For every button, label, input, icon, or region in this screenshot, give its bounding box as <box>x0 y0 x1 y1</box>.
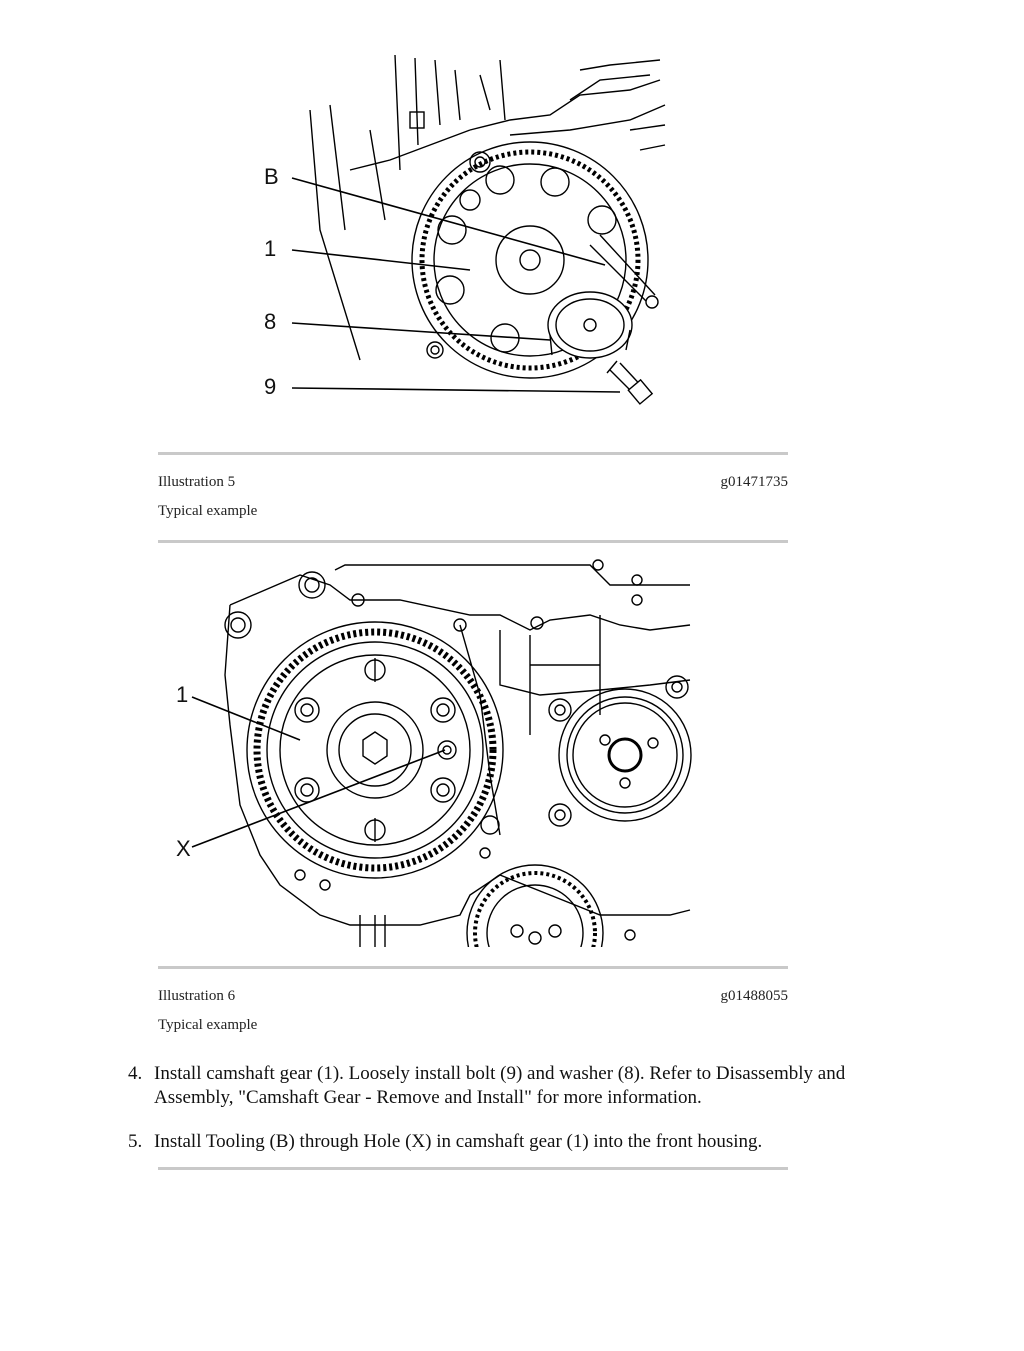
callout-label-1: 1 <box>264 236 277 261</box>
illustration-5-note: Typical example <box>158 503 258 519</box>
step-text: Assembly, "Camshaft Gear - Remove and In… <box>154 1087 702 1108</box>
callout-label-b: B <box>264 164 279 189</box>
illustration-5-label: Illustration 5 <box>158 474 236 490</box>
illustration-6-note: Typical example <box>158 1017 258 1033</box>
callout-label-x: X <box>176 836 191 861</box>
divider <box>158 966 788 969</box>
divider <box>158 452 788 455</box>
callout-label-8: 8 <box>264 309 277 334</box>
step-5: 5. Install Tooling (B) through Hole (X) i… <box>128 1130 914 1154</box>
step-number: 5. <box>128 1131 143 1152</box>
divider <box>158 1167 788 1170</box>
illustration-6-id: g01488055 <box>720 988 789 1004</box>
step-4: 4. Install camshaft gear (1). Loosely ins… <box>128 1062 914 1110</box>
divider <box>158 540 788 543</box>
callout-label-1: 1 <box>176 682 189 707</box>
step-text: Install Tooling (B) through Hole (X) in … <box>154 1131 763 1152</box>
crank-gear <box>466 864 604 947</box>
step-number: 4. <box>128 1063 143 1084</box>
illustration-5-id: g01471735 <box>720 474 789 490</box>
housing-bolt <box>409 111 425 129</box>
illustration-6-drawing <box>191 559 692 947</box>
tooling-pin <box>589 234 659 309</box>
camshaft-gear <box>411 141 649 379</box>
illustration-5-drawing <box>291 54 666 405</box>
washer <box>547 291 633 359</box>
pump-pulley <box>548 675 692 827</box>
illustration-6-label: Illustration 6 <box>158 988 236 1004</box>
bolt <box>606 360 654 405</box>
camshaft-gear <box>246 621 504 879</box>
step-text: Install camshaft gear (1). Loosely insta… <box>154 1063 846 1084</box>
callout-label-9: 9 <box>264 374 277 399</box>
